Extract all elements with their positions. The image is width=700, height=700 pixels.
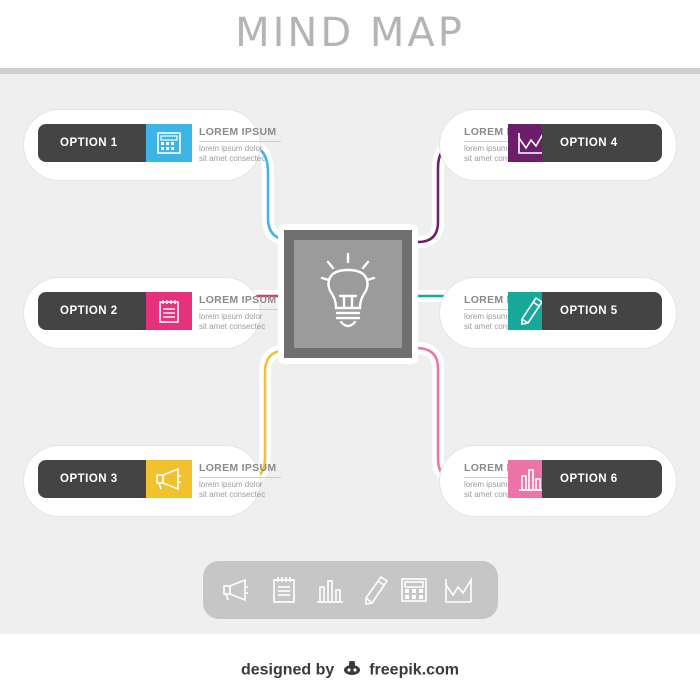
megaphone-icon <box>146 460 192 498</box>
pencil-icon[interactable] <box>361 575 391 605</box>
option-node-5[interactable]: LOREM IPSUM lorem ipsum dolor sit amet c… <box>440 278 676 348</box>
megaphone-icon[interactable] <box>221 575 251 605</box>
option-body-line2: sit amet consectec <box>199 154 266 163</box>
footer-credit: designed by freepik.com <box>0 660 700 681</box>
option-label: OPTION 1 <box>38 124 158 162</box>
option-node-6[interactable]: LOREM IPSUM lorem ipsum dolor sit amet c… <box>440 446 676 516</box>
option-label: OPTION 5 <box>542 292 662 330</box>
center-node[interactable] <box>278 224 418 364</box>
option-body-line2: sit amet consectec <box>199 322 266 331</box>
calculator-icon[interactable] <box>399 575 429 605</box>
area-chart-icon[interactable] <box>443 575 473 605</box>
option-body-line2: sit amet consectec <box>464 322 531 331</box>
option-body-line1: lorem ipsum dolor <box>199 144 263 153</box>
option-body-line2: sit amet consectec <box>464 490 531 499</box>
option-node-1[interactable]: OPTION 1 LOREM IPSUM lorem ipsum dolor s… <box>24 110 281 180</box>
icon-toolbar <box>203 561 498 619</box>
option-node-2[interactable]: OPTION 2 LOREM IPSUM lorem ipsum dolor s… <box>24 278 281 348</box>
divider <box>199 309 281 310</box>
option-body-line1: lorem ipsum dolor <box>464 312 528 321</box>
bar-chart-icon[interactable] <box>315 575 345 605</box>
lightbulb-icon <box>320 252 376 328</box>
option-heading: LOREM IPSUM <box>199 294 277 306</box>
divider <box>464 309 546 310</box>
divider <box>464 477 546 478</box>
option-body-line1: lorem ipsum dolor <box>199 480 263 489</box>
center-panel <box>294 240 402 348</box>
option-label: OPTION 2 <box>38 292 158 330</box>
center-frame <box>284 230 412 358</box>
option-body-line2: sit amet consectec <box>464 154 531 163</box>
option-heading: LOREM IPSUM <box>199 126 277 138</box>
option-body-line2: sit amet consectec <box>199 490 266 499</box>
divider <box>199 141 281 142</box>
notepad-icon[interactable] <box>269 575 299 605</box>
option-label: OPTION 6 <box>542 460 662 498</box>
notepad-icon <box>146 292 192 330</box>
footer-prefix: designed by <box>240 661 335 679</box>
option-body-line1: lorem ipsum dolor <box>199 312 263 321</box>
header: MIND MAP <box>0 0 700 70</box>
header-divider <box>0 68 700 74</box>
option-heading: LOREM IPSUM <box>199 462 277 474</box>
option-label: OPTION 4 <box>542 124 662 162</box>
calculator-icon <box>146 124 192 162</box>
footer-brand[interactable]: freepik.com <box>369 661 460 679</box>
option-body-line1: lorem ipsum dolor <box>464 480 528 489</box>
freepik-logo-icon <box>341 660 363 681</box>
option-node-3[interactable]: OPTION 3 LOREM IPSUM lorem ipsum dolor s… <box>24 446 281 516</box>
option-body-line1: lorem ipsum dolor <box>464 144 528 153</box>
option-label: OPTION 3 <box>38 460 158 498</box>
page-title: MIND MAP <box>235 10 465 56</box>
divider <box>464 141 546 142</box>
option-node-4[interactable]: LOREM IPSUM lorem ipsum dolor sit amet c… <box>440 110 676 180</box>
divider <box>199 477 281 478</box>
